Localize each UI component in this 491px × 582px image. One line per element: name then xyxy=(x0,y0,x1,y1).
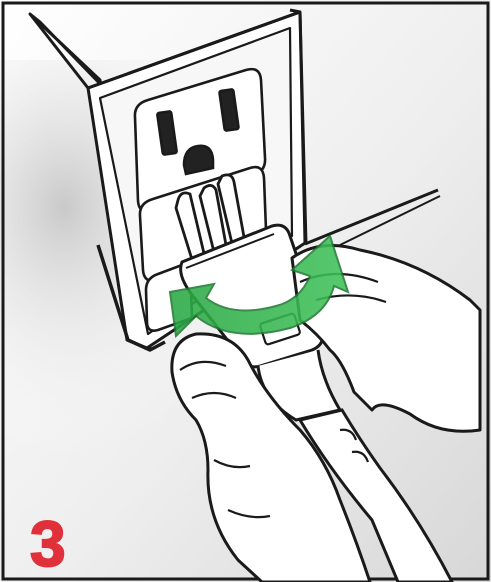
step-number: 3 xyxy=(30,512,66,576)
